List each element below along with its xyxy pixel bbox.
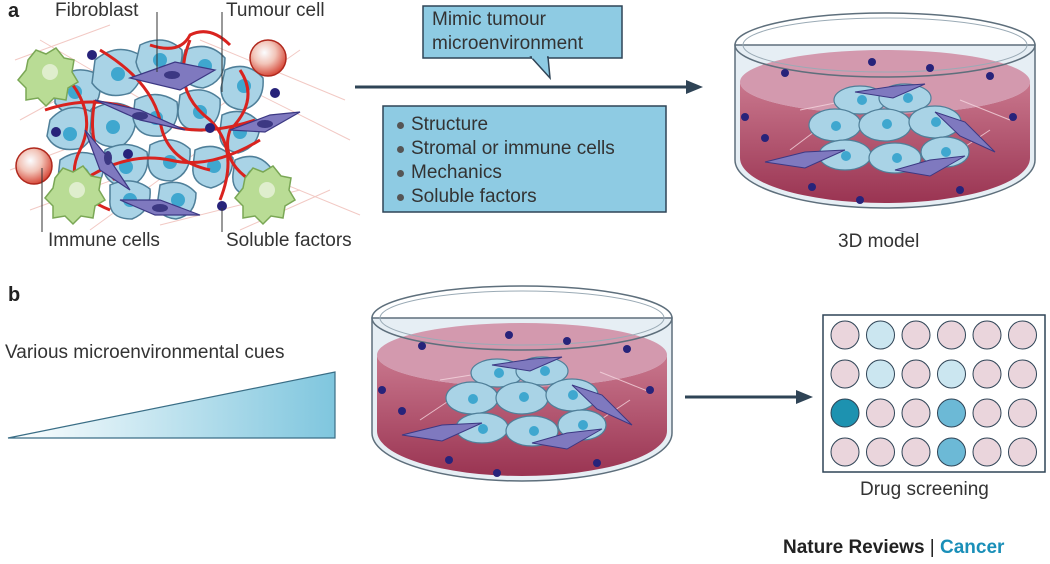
well — [972, 320, 1002, 350]
tumour-cell-sphere — [249, 39, 287, 77]
well — [972, 359, 1002, 389]
3d-model-label: 3D model — [838, 231, 920, 252]
well — [937, 359, 966, 389]
tissue-cluster — [9, 12, 361, 232]
feature-item: Structure — [395, 113, 660, 137]
well — [937, 320, 966, 350]
feature-item: Soluble factors — [395, 185, 660, 209]
well — [972, 437, 1002, 467]
well — [901, 398, 931, 428]
well — [866, 398, 895, 428]
petri-dish-a — [734, 12, 1036, 209]
well — [1008, 359, 1037, 389]
journal-brand: Nature Reviews | Cancer — [783, 537, 1004, 559]
features-box — [382, 105, 667, 213]
fibroblast-label: Fibroblast — [55, 0, 139, 21]
well — [1008, 320, 1037, 350]
well — [866, 320, 895, 350]
callout-bubble — [422, 5, 623, 81]
well — [830, 320, 860, 350]
microenvironmental-cues-label: Various microenvironmental cues — [5, 342, 285, 363]
panel-b-letter: b — [8, 284, 21, 306]
well — [830, 398, 860, 428]
well — [830, 359, 860, 389]
well — [901, 320, 931, 350]
well — [972, 398, 1002, 428]
well — [901, 359, 931, 389]
panel-a-letter: a — [8, 0, 20, 22]
well — [866, 437, 895, 467]
gradient-wedge — [7, 371, 336, 439]
arrow-to-drug-screening — [685, 390, 813, 404]
soluble-factor-dots — [51, 50, 280, 211]
immune-cell-nuclei — [42, 64, 275, 198]
feature-item: Stromal or immune cells — [395, 137, 660, 161]
features-list: Structure Stromal or immune cells Mechan… — [395, 113, 660, 209]
well — [830, 437, 860, 467]
well — [901, 437, 931, 467]
petri-dish-b — [371, 285, 673, 482]
well — [866, 359, 895, 389]
brand-section: Cancer — [940, 537, 1005, 558]
well-plate-wells — [830, 320, 1037, 467]
well — [1008, 437, 1037, 467]
tumour-cell-sphere — [15, 147, 53, 185]
brand-journal: Nature Reviews — [783, 537, 925, 558]
well — [937, 437, 966, 467]
well — [1008, 398, 1037, 428]
label-leader-lines — [41, 12, 223, 232]
soluble-factors-label: Soluble factors — [226, 230, 352, 251]
callout-text: Mimic tumour microenvironment — [432, 9, 583, 54]
brand-separator: | — [924, 537, 941, 558]
immune-cells-label: Immune cells — [48, 230, 160, 251]
tumour-cell-label: Tumour cell — [226, 0, 325, 21]
well-plate — [822, 314, 1046, 473]
well — [937, 398, 966, 428]
drug-screening-label: Drug screening — [860, 479, 989, 500]
feature-item: Mechanics — [395, 161, 660, 185]
fibroblast-nuclei — [104, 71, 273, 212]
arrow-to-3d-model — [355, 80, 703, 94]
